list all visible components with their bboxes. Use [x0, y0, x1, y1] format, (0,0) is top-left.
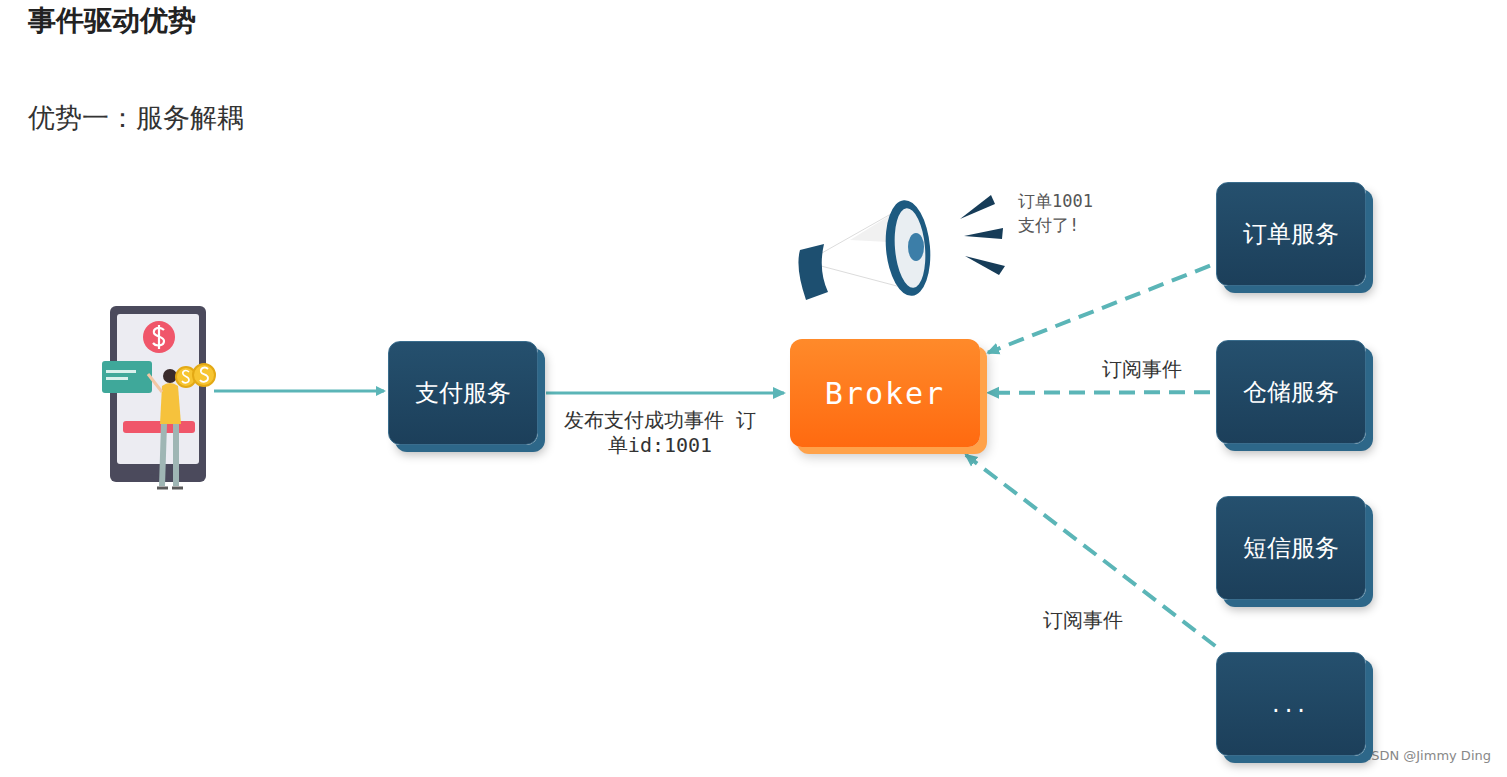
publish-connector [546, 392, 784, 395]
edge-label: 发布支付成功事件 订单id:1001 [556, 407, 764, 459]
watermark: CSDN @Jimmy Ding [1360, 748, 1493, 763]
section-heading: 优势一：服务解耦 [28, 100, 244, 136]
service-box: 订单服务 [1216, 182, 1366, 286]
service-box: 支付服务 [388, 341, 538, 445]
service-box: 仓储服务 [1216, 340, 1366, 444]
box-label: 短信服务 [1243, 532, 1339, 564]
flow-arrow [214, 390, 384, 393]
subscribe-connector [988, 390, 1210, 395]
phone-illustration [102, 306, 215, 488]
edge-label: 订阅事件 [1098, 356, 1186, 383]
box-label: 支付服务 [415, 377, 511, 409]
box-label: 仓储服务 [1243, 376, 1339, 408]
box-label: ... [1272, 690, 1310, 718]
service-box: ... [1216, 652, 1366, 756]
box-label: 订单服务 [1243, 218, 1339, 250]
megaphone-icon [798, 195, 1005, 300]
box-label: Broker [825, 376, 945, 411]
subscribe-connector [966, 455, 1215, 646]
subscribe-connector [988, 266, 1210, 353]
edge-label: 订阅事件 [1039, 607, 1127, 634]
service-box: 短信服务 [1216, 496, 1366, 600]
callout-text: 订单1001 支付了! [1018, 190, 1110, 238]
diagram-title: 事件驱动优势 [28, 2, 196, 40]
broker-box: Broker [790, 339, 980, 447]
